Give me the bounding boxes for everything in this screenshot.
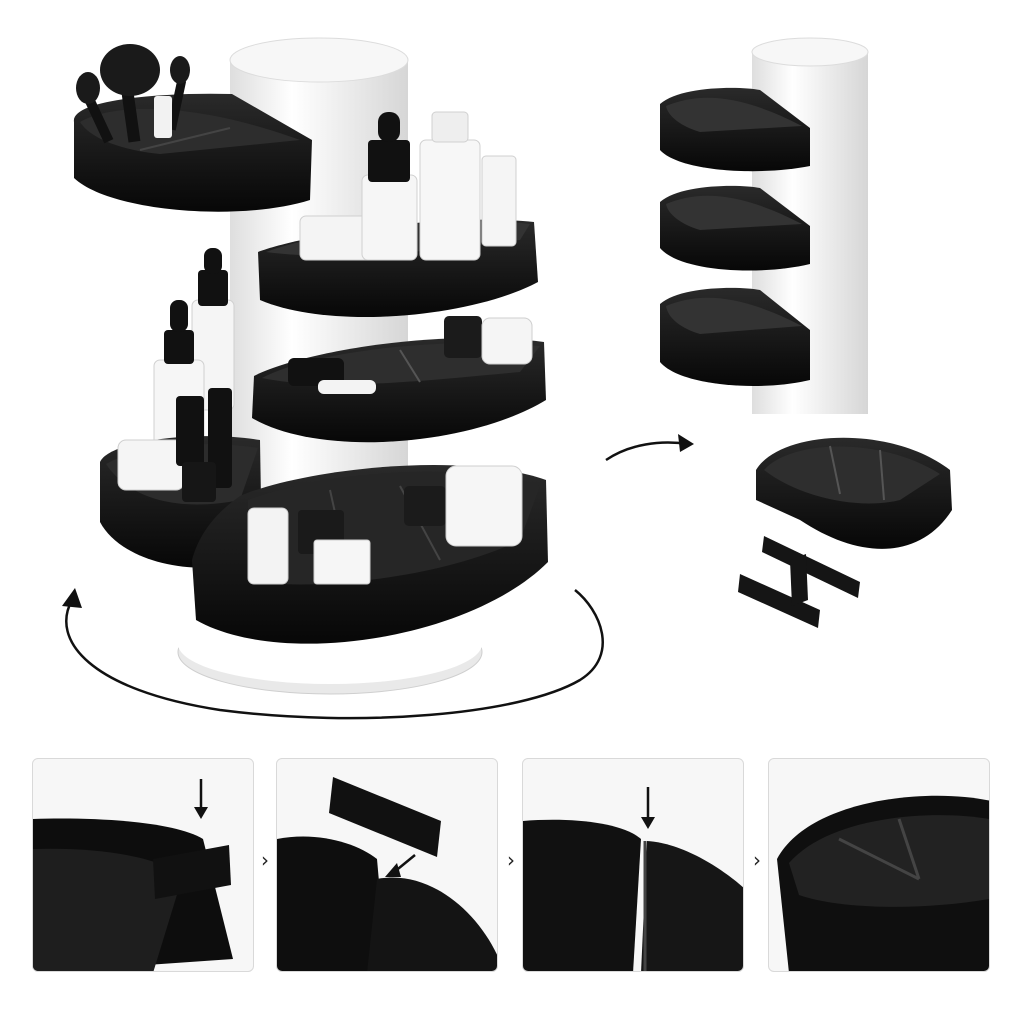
step-1-illustration <box>33 779 233 971</box>
rotate-arrow-icon <box>65 589 604 720</box>
column-side-view <box>660 37 869 414</box>
cosmetics-tier-5 <box>247 465 523 585</box>
step-panel-2 <box>276 758 498 972</box>
tray-bottom <box>192 464 548 644</box>
lipsticks-and-jars-tier-4 <box>117 388 232 502</box>
chevron-right-icon: › <box>507 848 515 872</box>
step-panel-1 <box>32 758 254 972</box>
chevron-right-icon: › <box>261 848 269 872</box>
curved-arrow-icon <box>605 441 689 462</box>
side-tray-3 <box>660 287 810 386</box>
tray-second <box>258 111 538 318</box>
curved-arrow-head <box>678 434 694 452</box>
step-panel-3 <box>522 758 744 972</box>
chevron-right-icon: › <box>753 848 761 872</box>
side-tray-2 <box>660 185 810 271</box>
skincare-bottles-tier-2 <box>299 111 517 261</box>
skincare-jars-tier-3 <box>288 316 533 394</box>
rotating-organizer <box>62 37 604 720</box>
dropper-bottles-left <box>153 248 235 451</box>
detached-tray <box>756 437 952 549</box>
step-4-illustration <box>777 795 989 971</box>
tray-third <box>252 316 546 443</box>
makeup-brushes <box>76 44 190 144</box>
divider-pieces <box>738 536 860 628</box>
step-3-illustration <box>523 787 743 971</box>
step-2-illustration <box>277 777 497 971</box>
tray-top <box>73 44 312 212</box>
column-lid <box>229 37 409 83</box>
rotate-arrow-head <box>62 588 82 608</box>
step-panel-4 <box>768 758 990 972</box>
side-tray-1 <box>660 87 810 172</box>
